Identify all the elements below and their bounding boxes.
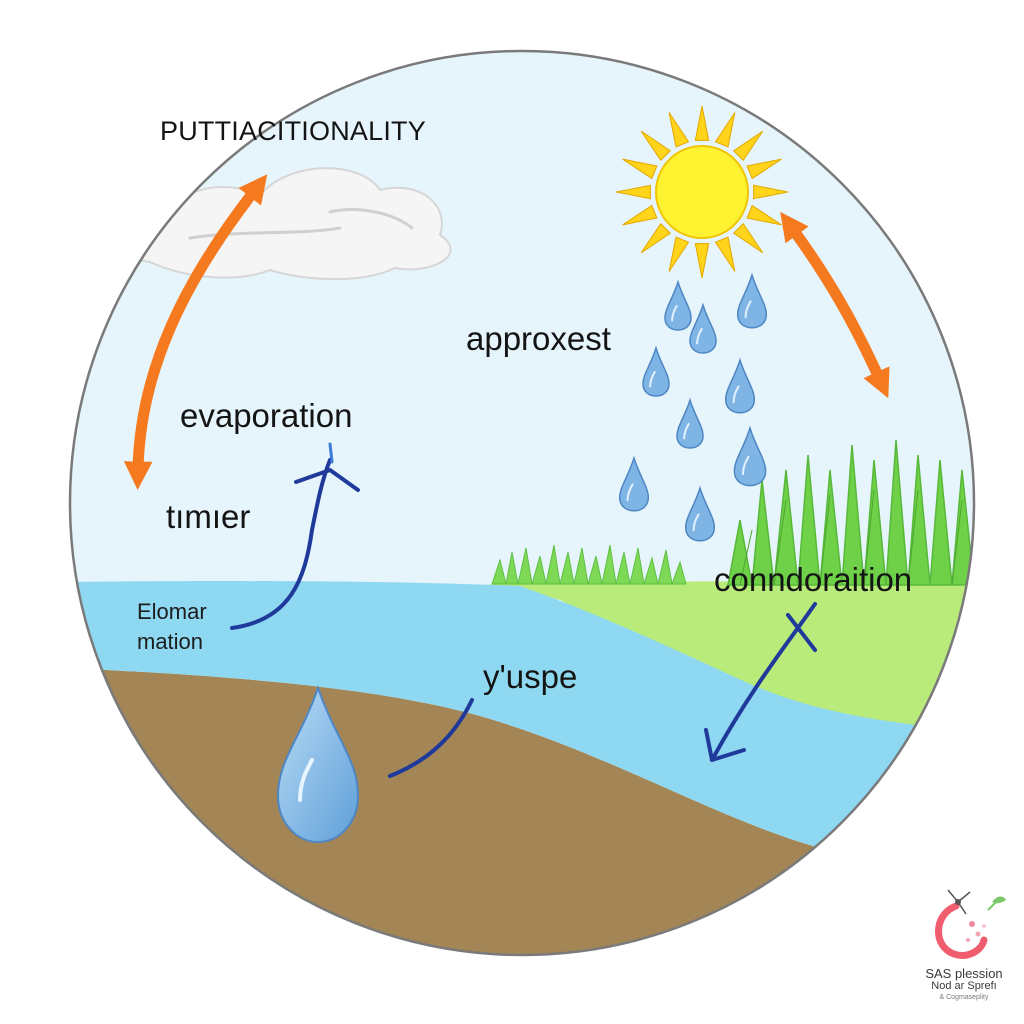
large-water-drop-highlight [298, 758, 314, 802]
sun-ray [668, 112, 690, 148]
arrow-condensation-head [704, 728, 746, 762]
label-precipitation: approxest [466, 320, 611, 357]
sun-ray [732, 222, 764, 254]
label-ocean-line2: mation [137, 629, 204, 654]
raindrop-highlight [741, 455, 750, 476]
water-body [70, 581, 974, 848]
shore-grass [491, 544, 687, 586]
sun-ray [714, 112, 736, 148]
raindrop-highlight [649, 371, 656, 388]
arrow-evaporation-head [294, 468, 360, 492]
sun-ray [622, 204, 658, 226]
blue-arrows [230, 442, 817, 778]
raindrop-highlight [683, 423, 690, 440]
arrow-ground-water [388, 698, 474, 778]
sun-ray [615, 184, 651, 200]
diagram-circle-outline [68, 49, 976, 957]
label-ocean-line1: Elomar [137, 599, 207, 624]
sun-rays [615, 105, 789, 279]
arrow-evaporation-tick [328, 442, 334, 464]
arrow-condensation [710, 602, 817, 762]
logo-text-line1: SAS plession [925, 966, 1003, 981]
label-timer: tımıer [166, 498, 251, 535]
brand-logo: SAS plession Nod ar Sprefı & Cogmaseplit… [912, 880, 1016, 1004]
large-water-drop [276, 684, 360, 844]
logo-text-line3: & Cogmaseplity [939, 994, 989, 1001]
arrow-evaporation [230, 458, 332, 630]
sun-ray [732, 130, 764, 162]
sun-ray [640, 222, 672, 254]
diagram-title: PUTTIACITIONALITY [160, 116, 426, 146]
arrow-condensation-tick [786, 613, 817, 652]
sun-ray [640, 130, 672, 162]
label-ground-water: y'uspe [483, 658, 578, 695]
raindrop-highlight [671, 305, 678, 322]
logo-text-line2: Nod ar Sprefı [931, 980, 997, 992]
scene-contents [70, 51, 974, 955]
arrow-sun-loop [780, 211, 890, 399]
label-evaporation: evaporation [180, 397, 353, 434]
sun-disc [655, 145, 749, 239]
sun-ray [753, 184, 789, 200]
sun-ray [714, 236, 736, 272]
grass-field [430, 581, 974, 740]
logo-emblem-icon [935, 889, 1006, 959]
raindrop-highlight [732, 385, 740, 404]
raindrop-highlight [696, 328, 703, 345]
raindrop-highlight [744, 300, 752, 319]
label-condensation: conndoraition [714, 561, 913, 598]
raindrops [618, 272, 768, 542]
raindrop-highlight [692, 513, 700, 532]
sun-ray [694, 105, 710, 141]
raindrop-highlight [626, 483, 634, 502]
label-ocean: Elomar mation [137, 597, 207, 657]
sun-ray [694, 243, 710, 279]
sun [615, 105, 789, 279]
sun-ray [622, 158, 658, 180]
arrow-cloud-loop [123, 174, 268, 491]
sun-ray [668, 236, 690, 272]
sun-ray [746, 158, 782, 180]
sun-ray [746, 204, 782, 226]
tree-line [727, 439, 974, 586]
